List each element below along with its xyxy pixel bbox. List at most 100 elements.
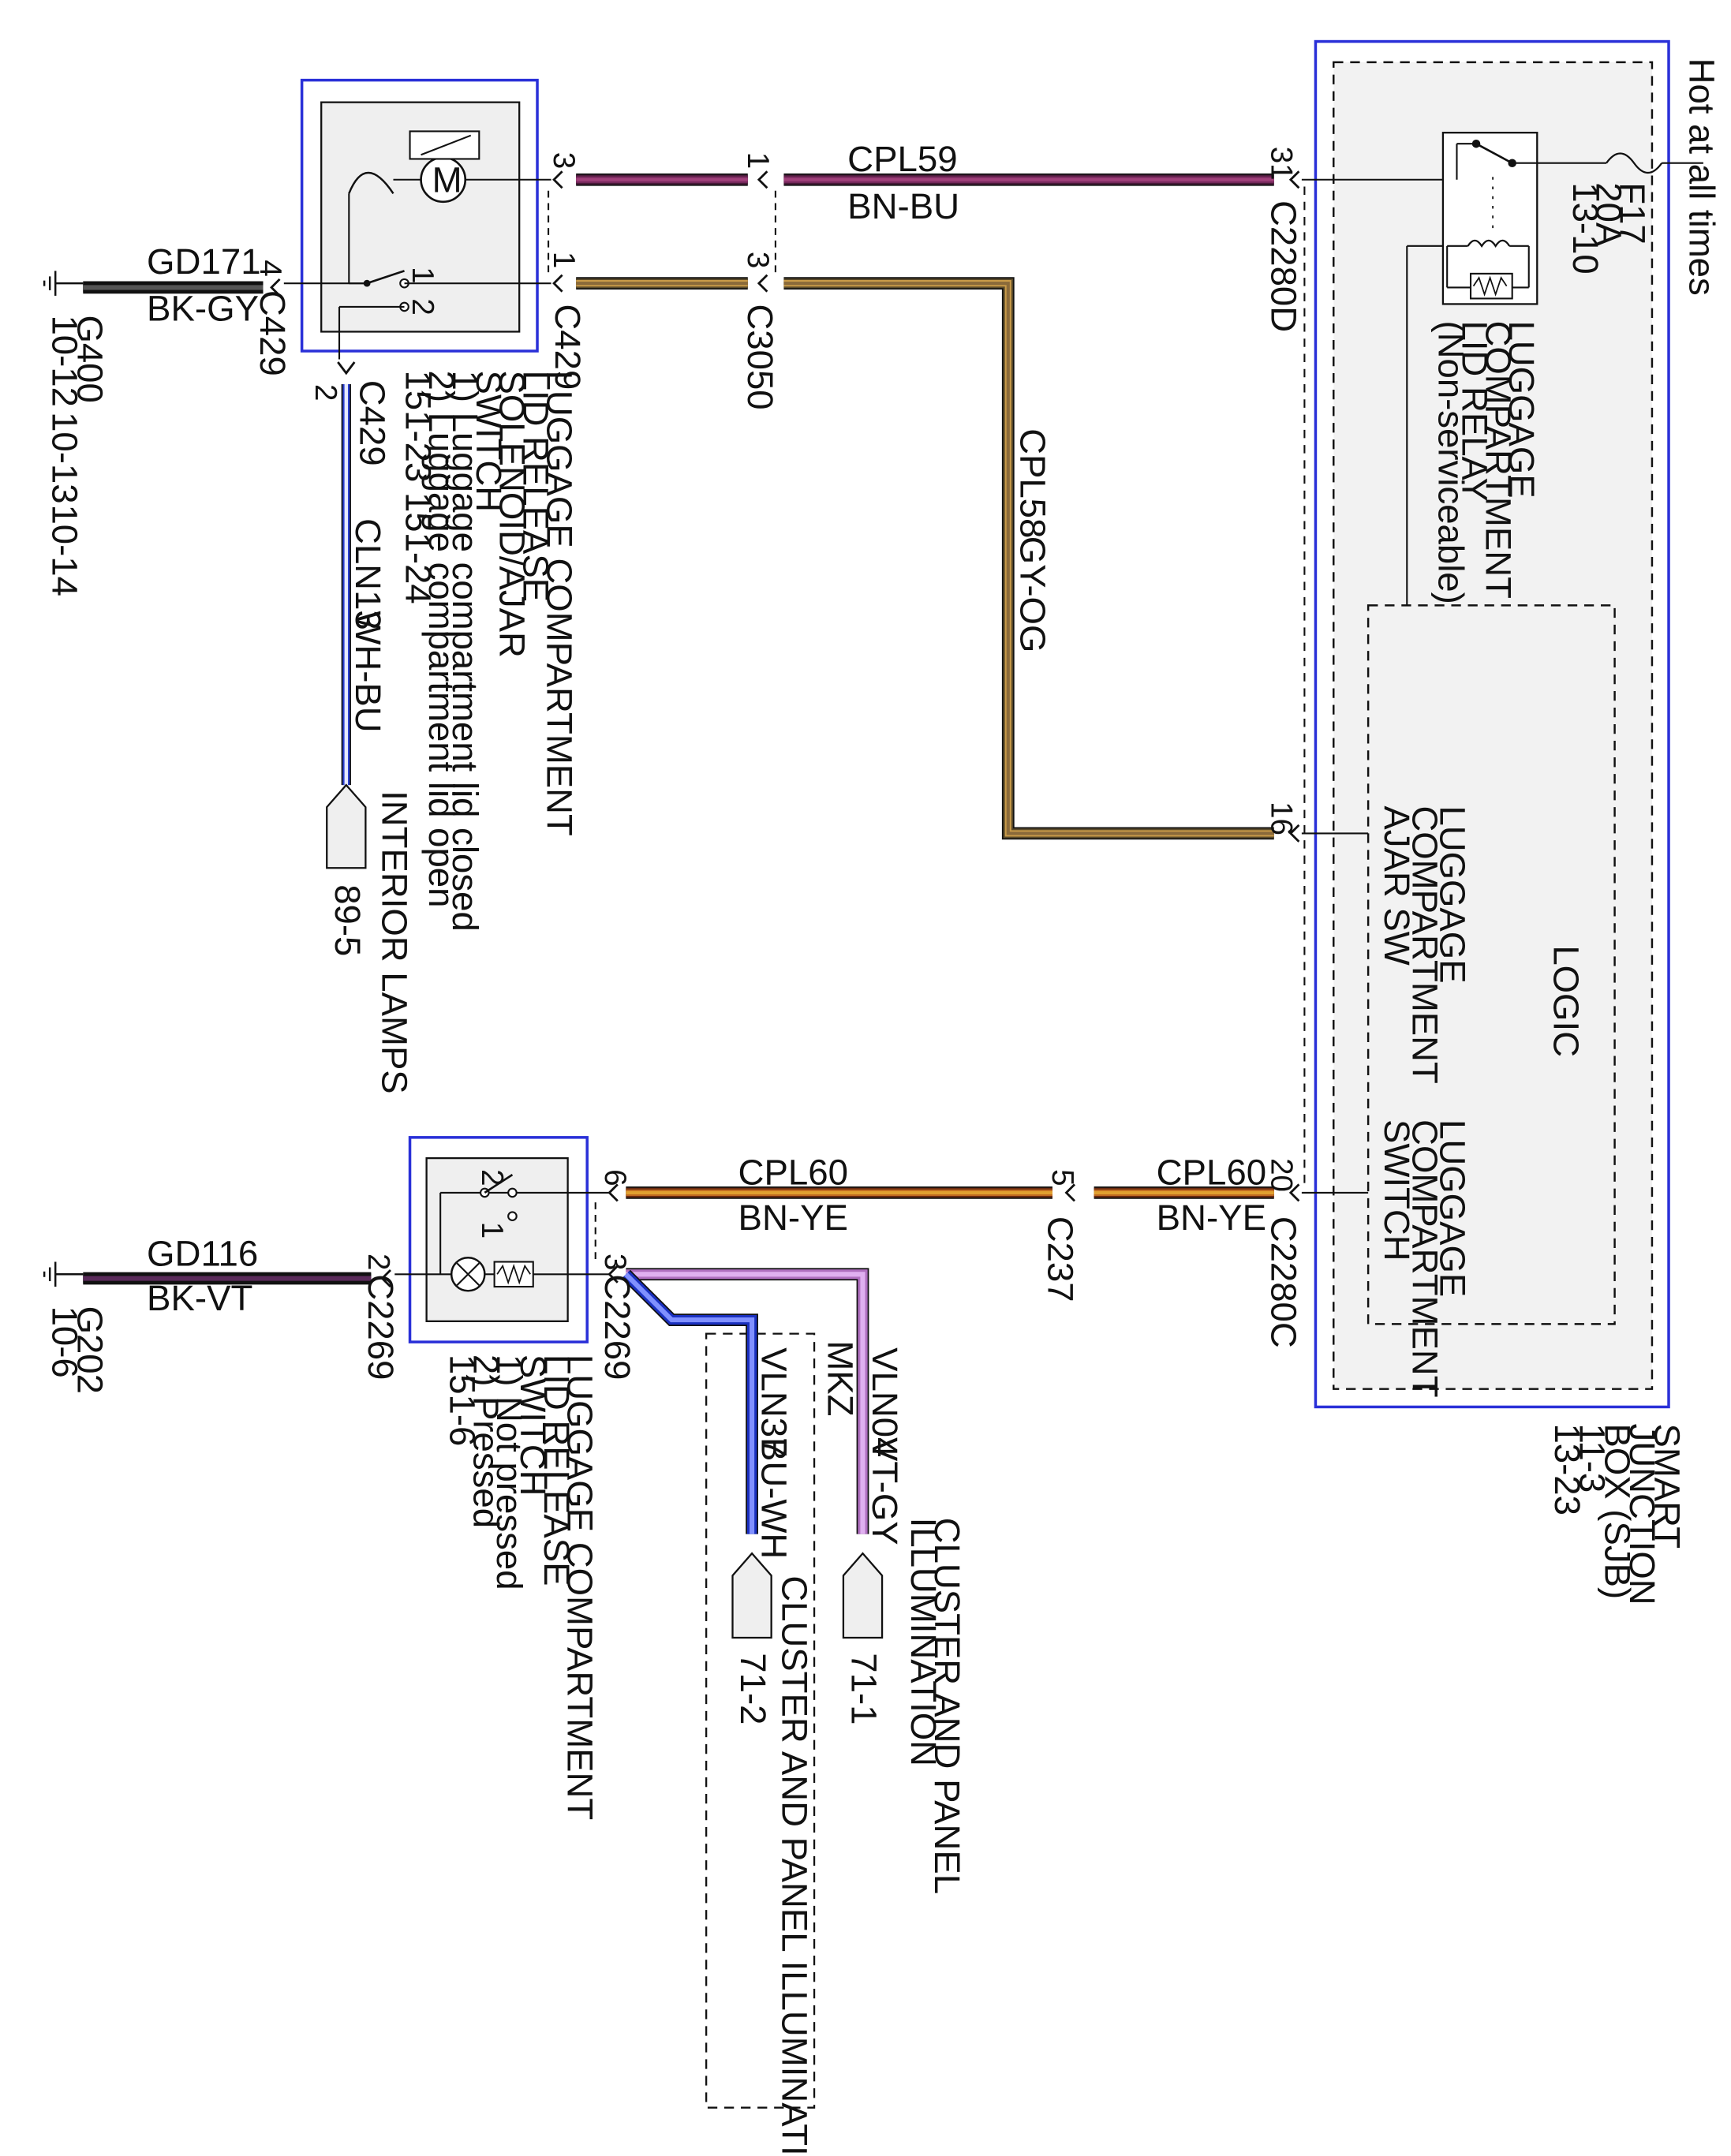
chevron-c2280c-20 bbox=[1288, 1183, 1300, 1202]
fuse-label: F17 20A 13-10 bbox=[1565, 182, 1653, 274]
conn-c2269-b: C2269 bbox=[361, 1274, 401, 1380]
chevron-c2280d-16 bbox=[1288, 824, 1300, 843]
connector-chevrons bbox=[270, 170, 1300, 1288]
svg-text:1: 1 bbox=[475, 1222, 509, 1239]
pin-c237-5: 5 bbox=[1045, 1169, 1079, 1186]
g202-ref: 10-6 bbox=[45, 1306, 85, 1378]
svg-text:1) Luggage compartment lid clo: 1) Luggage compartment lid closed bbox=[445, 371, 485, 932]
wire-cpl58-circuit: CPL58 bbox=[1013, 428, 1053, 538]
svg-text:2) Luggage compartment lid ope: 2) Luggage compartment lid open bbox=[421, 371, 462, 908]
svg-text:F17: F17 bbox=[1613, 182, 1653, 244]
dest-cluster-illumination-2: CLUSTER AND PANEL ILLUMINATION 71-2 bbox=[731, 1552, 815, 2156]
mkz-label: MKZ bbox=[821, 1340, 861, 1416]
wire-vln04-color: VT-GY bbox=[865, 1437, 905, 1545]
svg-text:SWITCH: SWITCH bbox=[469, 371, 509, 513]
svg-text:SWITCH: SWITCH bbox=[1377, 1119, 1417, 1261]
pin-c2269-3: 3 bbox=[598, 1254, 632, 1270]
wire-gd116-color: BK-VT bbox=[147, 1278, 252, 1318]
svg-text:2) Pressed: 2) Pressed bbox=[465, 1355, 506, 1528]
svg-text:LID RELEASE: LID RELEASE bbox=[536, 1355, 577, 1586]
chevron-c3050-1 bbox=[757, 170, 768, 189]
wire-cpl60-a-color: BN-YE bbox=[738, 1198, 848, 1238]
chevron-c2269-2 bbox=[380, 1269, 391, 1288]
lid-relay bbox=[1441, 132, 1607, 305]
motor-symbol: M bbox=[432, 160, 462, 200]
sjb-label: SMART JUNCTION BOX (SJB) 11-3 13-23 bbox=[1547, 1423, 1687, 1605]
ground-g400: G400 10-12 10-13 10-14 bbox=[43, 271, 110, 596]
svg-text:89-5: 89-5 bbox=[327, 884, 368, 956]
wire-cpl60-b-color: BN-YE bbox=[1157, 1198, 1266, 1238]
chevron-c2269-3 bbox=[608, 1265, 619, 1284]
wire-cpl58-color: GY-OG bbox=[1013, 536, 1053, 653]
lid-release-solenoid: M 1 2 bbox=[283, 78, 551, 360]
luggage-switch-label: LUGGAGE COMPARTMENT SWITCH bbox=[1377, 1119, 1472, 1397]
conn-c2280c: C2280C bbox=[1263, 1216, 1303, 1348]
conn-c429-a: C429 bbox=[252, 290, 293, 376]
svg-text:AJAR SW: AJAR SW bbox=[1377, 805, 1417, 965]
g400-label: G400 bbox=[69, 315, 110, 402]
wire-cln13-color: WH-BU bbox=[348, 611, 388, 732]
wires-layer bbox=[83, 173, 1274, 1534]
mkz-variant-box bbox=[705, 1332, 816, 2109]
chevron-c2269-6 bbox=[608, 1183, 619, 1202]
svg-text:SOLENOID/AJAR: SOLENOID/AJAR bbox=[492, 371, 533, 658]
pin-c3050-1: 1 bbox=[741, 152, 775, 169]
svg-text:(Non-serviceable): (Non-serviceable) bbox=[1431, 320, 1471, 603]
pin-c429-2: 2 bbox=[308, 384, 342, 401]
svg-text:CLUSTER AND PANEL ILLUMINATION: CLUSTER AND PANEL ILLUMINATION bbox=[775, 1575, 815, 2156]
svg-text:151-23 151-24: 151-23 151-24 bbox=[398, 371, 438, 604]
chevron-c429-1 bbox=[552, 274, 563, 293]
svg-text:COMPARTMENT: COMPARTMENT bbox=[1404, 805, 1445, 1083]
conn-c2269-a: C2269 bbox=[597, 1274, 637, 1380]
pin-c2280c-20: 20 bbox=[1264, 1158, 1298, 1192]
svg-text:2: 2 bbox=[406, 298, 439, 315]
chevron-c2280d-31 bbox=[1288, 170, 1300, 189]
svg-text:INTERIOR LAMPS: INTERIOR LAMPS bbox=[374, 790, 414, 1094]
sjb-logic-label: LOGIC bbox=[1546, 945, 1586, 1057]
svg-text:11-3: 11-3 bbox=[1572, 1423, 1613, 1493]
svg-text:LID RELAY: LID RELAY bbox=[1454, 320, 1494, 501]
wire-cln13-circuit: CLN13 bbox=[348, 518, 388, 630]
ajar-sw-label: LUGGAGE COMPARTMENT AJAR SW bbox=[1377, 805, 1472, 1083]
sjb-module: LOGIC LUGGAGE COMPARTMENT AJAR SW LUGGAG… bbox=[1301, 39, 1722, 1605]
wire-gd116-circuit: GD116 bbox=[147, 1234, 258, 1274]
wire-vln37-color: BU-WH bbox=[753, 1437, 794, 1559]
g400-ref-3: 10-14 bbox=[45, 504, 85, 596]
svg-text:CLUSTER AND PANEL: CLUSTER AND PANEL bbox=[927, 1518, 967, 1894]
wire-cpl58-b bbox=[783, 277, 1274, 840]
svg-text:20A: 20A bbox=[1589, 182, 1629, 247]
svg-text:71-2: 71-2 bbox=[733, 1653, 773, 1724]
svg-text:SMART: SMART bbox=[1647, 1423, 1687, 1549]
wire-vln04 bbox=[626, 1268, 869, 1534]
wire-gd171-color: BK-GY bbox=[147, 288, 259, 328]
conn-c2280d: C2280D bbox=[1263, 200, 1303, 332]
svg-text:151-6: 151-6 bbox=[442, 1355, 482, 1446]
svg-text:LID RELEASE: LID RELEASE bbox=[515, 371, 555, 603]
chevron-c429-2 bbox=[337, 361, 356, 376]
svg-text:SWITCH: SWITCH bbox=[513, 1355, 553, 1496]
wire-vln04-circuit: VLN04 bbox=[865, 1347, 905, 1457]
svg-text:BOX (SJB): BOX (SJB) bbox=[1597, 1423, 1637, 1599]
pin-c429-3: 3 bbox=[547, 152, 581, 169]
wire-vln37-circuit: VLN37 bbox=[753, 1347, 794, 1457]
svg-text:1: 1 bbox=[406, 267, 439, 283]
pin-c429-4: 4 bbox=[253, 260, 287, 276]
solenoid-label: LUGGAGE COMPARTMENT LID RELEASE SOLENOID… bbox=[398, 371, 579, 932]
relay-label: LUGGAGE COMPARTMENT LID RELAY (Non-servi… bbox=[1431, 320, 1542, 603]
lid-release-switch: 2 1 bbox=[394, 1136, 610, 1343]
svg-text:LUGGAGE COMPARTMENT: LUGGAGE COMPARTMENT bbox=[560, 1355, 600, 1820]
pin-c2280d-16: 16 bbox=[1264, 801, 1298, 835]
conn-c3050: C3050 bbox=[740, 304, 780, 409]
pin-c3050-3: 3 bbox=[741, 252, 775, 268]
svg-text:13-23: 13-23 bbox=[1547, 1423, 1587, 1515]
fuse-f17 bbox=[1606, 152, 1703, 174]
dest-interior-lamps: INTERIOR LAMPS 89-5 bbox=[326, 783, 414, 1094]
g400-ref-1: 10-12 bbox=[45, 315, 85, 406]
wire-gd171-circuit: GD171 bbox=[147, 241, 261, 282]
svg-text:13-10: 13-10 bbox=[1565, 182, 1606, 274]
svg-text:LUGGAGE COMPARTMENT: LUGGAGE COMPARTMENT bbox=[539, 371, 579, 836]
pin-c2269-6: 6 bbox=[598, 1169, 632, 1186]
svg-text:71-1: 71-1 bbox=[843, 1653, 884, 1724]
svg-text:COMPARTMENT: COMPARTMENT bbox=[1404, 1119, 1445, 1397]
